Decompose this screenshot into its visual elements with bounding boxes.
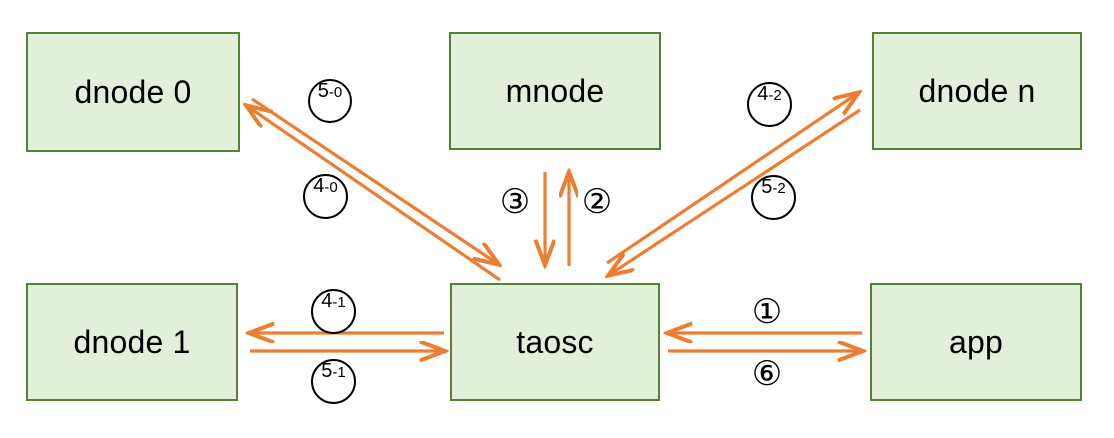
edge-label-6-text: ⑥ <box>751 354 783 394</box>
edge-label-3: ③ <box>496 183 534 221</box>
edge-label-3-text: ③ <box>499 182 531 222</box>
node-app[interactable]: app <box>870 283 1082 401</box>
edge-label-2: ② <box>578 183 616 221</box>
edge-label-4-0-major: 4 <box>313 175 325 197</box>
edge-label-4-0: 4-0 <box>303 174 348 219</box>
node-mnode[interactable]: mnode <box>449 32 661 150</box>
node-label: dnode n <box>918 72 1036 109</box>
edge-label-2-text: ② <box>581 182 613 222</box>
node-label: app <box>949 323 1003 360</box>
edge-label-4-2: 4-2 <box>747 82 792 127</box>
node-taosc[interactable]: taosc <box>450 283 660 401</box>
edge-label-4-1-minor: -1 <box>332 294 346 311</box>
edge-label-4-2-minor: -2 <box>768 87 782 104</box>
node-label: dnode 1 <box>73 323 191 360</box>
node-label: dnode 0 <box>74 73 192 110</box>
node-label: taosc <box>516 323 594 360</box>
edge-label-6: ⑥ <box>748 355 786 393</box>
edge-label-5-1-major: 5 <box>321 360 333 382</box>
edge-label-5-1-minor: -1 <box>332 364 346 381</box>
edge-label-4-1-major: 4 <box>321 290 333 312</box>
arrow-5-0 <box>251 97 498 264</box>
edge-label-1-text: ① <box>751 292 783 332</box>
edge-label-5-0-major: 5 <box>317 80 329 102</box>
edge-label-4-0-minor: -0 <box>324 179 338 196</box>
edge-label-5-0-minor: -0 <box>328 84 343 101</box>
edge-label-1: ① <box>748 293 786 331</box>
edge-label-4-2-major: 4 <box>757 83 769 105</box>
edge-label-5-2-major: 5 <box>761 176 773 198</box>
arrow-4-2 <box>606 93 858 265</box>
node-label: mnode <box>505 72 605 109</box>
edge-label-5-1: 5-1 <box>311 359 356 404</box>
arrow-4-0 <box>247 106 501 282</box>
arrow-5-2 <box>609 108 861 275</box>
edge-label-5-2-minor: -2 <box>772 180 786 197</box>
edge-label-4-1: 4-1 <box>311 289 356 334</box>
edge-label-5-0: 5-0 <box>308 79 352 123</box>
node-dnode-1[interactable]: dnode 1 <box>26 283 238 401</box>
node-dnode-n[interactable]: dnode n <box>872 32 1082 150</box>
node-dnode-0[interactable]: dnode 0 <box>26 32 240 152</box>
edge-label-5-2: 5-2 <box>751 175 796 220</box>
